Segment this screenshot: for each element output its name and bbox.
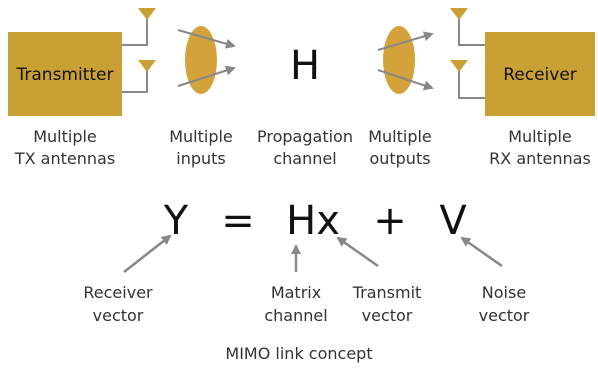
transmit-vector-label-line1: Transmit xyxy=(352,283,422,302)
propagation-label-line2: channel xyxy=(273,149,336,168)
transmit-vector-label-line2: vector xyxy=(362,306,413,325)
input-arrows xyxy=(177,29,236,87)
outputs-label-line2: outputs xyxy=(369,149,430,168)
rx-antenna-feeds xyxy=(458,18,485,99)
arrow-icon xyxy=(377,31,434,51)
equation-plus: + xyxy=(373,198,407,244)
receiver-box xyxy=(485,32,595,116)
antenna-icon xyxy=(450,60,468,72)
inputs-label-line1: Multiple xyxy=(169,127,233,146)
diagram-caption: MIMO link concept xyxy=(225,344,372,363)
receiver-label: Receiver xyxy=(503,65,577,85)
arrow-icon xyxy=(123,234,172,273)
tx-antennas-label-line1: Multiple xyxy=(33,127,97,146)
tx-antennas xyxy=(138,8,156,72)
antenna-icon xyxy=(138,8,156,20)
propagation-label-line1: Propagation xyxy=(257,127,353,146)
arrow-icon xyxy=(177,65,236,87)
arrow-icon xyxy=(377,69,434,91)
receiver-block: Receiver xyxy=(485,32,595,116)
equation-hx: Hx xyxy=(286,198,340,244)
tx-feed-line-1 xyxy=(122,18,148,46)
equation-equals: = xyxy=(221,198,255,244)
matrix-channel-label-line1: Matrix xyxy=(271,283,321,302)
outputs-ellipse xyxy=(383,26,415,94)
rx-feed-line-2 xyxy=(458,70,485,99)
equation: Y = Hx + V xyxy=(163,198,468,244)
top-labels: Multiple TX antennas Multiple inputs Pro… xyxy=(14,127,591,168)
matrix-channel-label-line2: channel xyxy=(264,306,327,325)
channel-symbol: H xyxy=(290,43,320,89)
arrow-icon xyxy=(460,236,503,268)
rx-antennas-label-line1: Multiple xyxy=(508,127,572,146)
output-arrows xyxy=(377,31,434,91)
noise-vector-label-line2: vector xyxy=(479,306,530,325)
receiver-vector-label-line2: vector xyxy=(93,306,144,325)
transmitter-box xyxy=(8,32,122,116)
rx-antennas xyxy=(450,8,468,72)
transmitter-block: Transmitter xyxy=(8,32,122,116)
antenna-icon xyxy=(138,60,156,72)
antenna-icon xyxy=(450,8,468,20)
receiver-vector-label-line1: Receiver xyxy=(83,283,153,302)
transmitter-label: Transmitter xyxy=(16,65,114,85)
inputs-label-line2: inputs xyxy=(176,149,226,168)
arrow-icon xyxy=(177,29,236,49)
annotation-labels: Receiver vector Matrix channel Transmit … xyxy=(83,283,529,325)
annotation-arrows xyxy=(123,234,503,273)
rx-antennas-label-line2: RX antennas xyxy=(489,149,591,168)
rx-feed-line-1 xyxy=(458,18,485,46)
tx-antennas-label-line2: TX antennas xyxy=(14,149,115,168)
arrow-icon xyxy=(336,236,379,268)
equation-v: V xyxy=(439,198,467,244)
noise-vector-label-line1: Noise xyxy=(482,283,526,302)
outputs-label-line1: Multiple xyxy=(368,127,432,146)
tx-feed-line-2 xyxy=(122,70,148,93)
tx-antenna-feeds xyxy=(122,18,148,93)
